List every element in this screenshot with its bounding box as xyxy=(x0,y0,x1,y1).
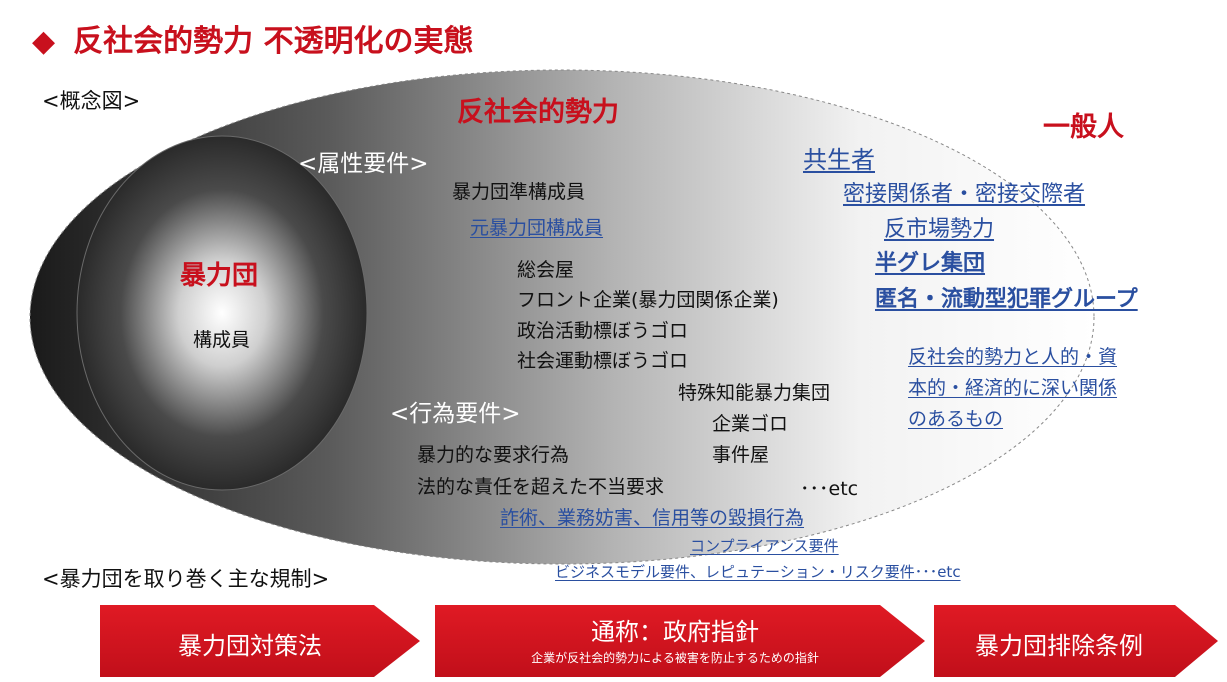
right-item-link[interactable]: 密接関係者・密接交際者 xyxy=(843,182,1086,207)
attribute-item: 企業ゴロ xyxy=(712,413,789,435)
behavior-item: 暴力的な要求行為 xyxy=(417,444,570,466)
regulations-label: <暴力団を取り巻く主な規制> xyxy=(42,567,330,591)
relation-text-link[interactable]: 本的・経済的に深い関係 xyxy=(908,377,1118,399)
behavior-item-link[interactable]: 詐術、業務妨害、信用等の毀損行為 xyxy=(500,507,805,529)
attribute-item: フロント企業(暴力団関係企業) xyxy=(517,289,779,311)
attribute-item: 総会屋 xyxy=(517,259,575,281)
concept-label: <概念図> xyxy=(42,89,141,113)
relation-text-link[interactable]: のあるもの xyxy=(908,408,1004,430)
core-title: 暴力団 xyxy=(180,261,259,291)
relation-text-link[interactable]: 反社会的勢力と人的・資 xyxy=(908,346,1118,368)
diamond-icon: ◆ xyxy=(32,24,56,59)
attribute-etc: ･･･etc xyxy=(800,478,859,500)
arrow-shape-3 xyxy=(934,605,1218,677)
compliance-detail-link[interactable]: ビジネスモデル要件、レピュテーション・リスク要件･･･etc xyxy=(555,563,961,581)
attribute-label: <属性要件> xyxy=(298,151,429,177)
general-public-label: 一般人 xyxy=(1043,112,1124,143)
regulation-arrow-3: 暴力団排除条例 xyxy=(975,632,1143,660)
arrow-shape-2 xyxy=(435,605,925,677)
compliance-link[interactable]: コンプライアンス要件 xyxy=(690,537,839,555)
regulation-arrow-2: 通称：政府指針 xyxy=(591,618,759,646)
arrow-shape-1 xyxy=(100,605,420,677)
behavior-item: 法的な責任を超えた不当要求 xyxy=(417,476,665,498)
attribute-item: 事件屋 xyxy=(712,444,770,466)
core-sub: 構成員 xyxy=(193,329,251,351)
right-item-link[interactable]: 半グレ集団 xyxy=(875,251,986,276)
attribute-item: 暴力団準構成員 xyxy=(452,181,586,203)
page-title: ◆ 反社会的勢力 不透明化の実態 xyxy=(32,16,474,60)
outer-title: 反社会的勢力 xyxy=(457,97,619,128)
attribute-item: 特殊知能暴力集団 xyxy=(678,382,831,404)
page-title-text: 反社会的勢力 不透明化の実態 xyxy=(73,24,474,59)
regulation-arrow-2-sub: 企業が反社会的勢力による被害を防止するための指針 xyxy=(531,651,819,665)
outer-dashed-border xyxy=(29,69,1095,565)
attribute-item-link[interactable]: 元暴力団構成員 xyxy=(470,217,604,239)
behavior-label: <行為要件> xyxy=(390,401,521,427)
right-item-link[interactable]: 反市場勢力 xyxy=(884,217,995,242)
regulation-arrow-1: 暴力団対策法 xyxy=(178,632,322,660)
right-item-link[interactable]: 匿名・流動型犯罪グループ xyxy=(875,287,1138,312)
attribute-item: 政治活動標ぼうゴロ xyxy=(517,320,689,342)
attribute-item: 社会運動標ぼうゴロ xyxy=(517,350,689,372)
inner-ellipse xyxy=(76,135,368,491)
right-item-link[interactable]: 共生者 xyxy=(803,146,875,174)
